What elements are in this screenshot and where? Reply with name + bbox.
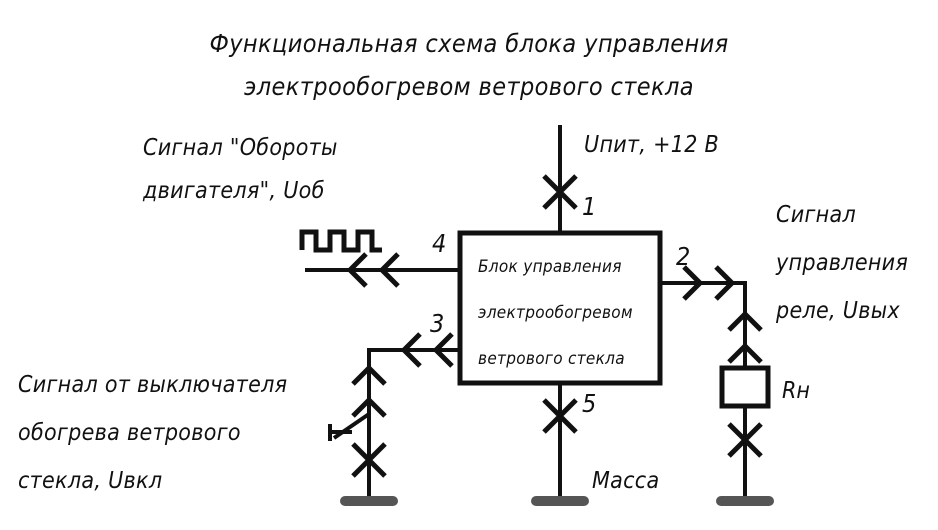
ground-chevron-inner	[542, 412, 578, 434]
switch-chevron-inner	[432, 332, 454, 368]
relay-chevron-inner	[682, 265, 704, 301]
switch-branch-chevron-outer	[351, 364, 387, 386]
switch-ground-chevron-inner	[351, 456, 387, 478]
relay-control-wire	[660, 281, 747, 500]
control-unit-label-line-1: Блок управления	[478, 257, 622, 277]
pin-number-1: 1	[582, 192, 597, 221]
control-unit-label-line-3: ветрового стекла	[478, 349, 625, 369]
relay-label-line-3: реле, Uвых	[775, 298, 900, 324]
rpm-chevron-inner	[378, 252, 400, 288]
switch-label-line-3: стекла, Uвкл	[18, 468, 162, 494]
load-resistor-label: Rн	[782, 378, 810, 404]
load-branch-chevron-inner	[727, 342, 763, 364]
diagram-title-line-2: электрообогревом ветрового стекла	[244, 72, 694, 101]
pin-number-3: 3	[430, 309, 445, 338]
ground-label: Масса	[592, 468, 659, 494]
load-ground-chevron-inner	[727, 436, 763, 458]
switch-branch-chevron-inner	[351, 396, 387, 418]
ground-symbol-main	[531, 496, 589, 506]
rpm-label-line-2: двигателя", Uоб	[142, 178, 325, 204]
rpm-label-line-1: Сигнал "Обороты	[143, 135, 338, 161]
diagram-title-line-1: Функциональная схема блока управления	[209, 29, 728, 58]
ground-symbol-switch	[340, 496, 398, 506]
supply-label: Uпит, +12 В	[584, 132, 719, 158]
pin-number-2: 2	[676, 242, 691, 271]
switch-chevron-outer	[400, 332, 422, 368]
pin-number-4: 4	[432, 229, 447, 258]
switch-signal-wire	[367, 348, 460, 500]
relay-label-line-2: управления	[775, 250, 908, 276]
pin-number-5: 5	[582, 389, 597, 418]
rpm-chevron-outer	[346, 252, 368, 288]
control-unit-block	[457, 230, 663, 386]
supply-chevron-inner	[542, 188, 578, 210]
switch-label-line-1: Сигнал от выключателя	[18, 372, 287, 398]
load-branch-chevron-outer	[727, 310, 763, 332]
relay-chevron-outer	[714, 265, 736, 301]
control-unit-label-line-2: электрообогревом	[478, 303, 633, 323]
load-resistor-symbol	[719, 365, 771, 409]
relay-label-line-1: Сигнал	[776, 202, 856, 228]
ground-symbol-load	[716, 496, 774, 506]
pulse-train-icon	[299, 229, 382, 253]
switch-label-line-2: обогрева ветрового	[18, 420, 241, 446]
switch-contact-lever	[332, 412, 371, 440]
